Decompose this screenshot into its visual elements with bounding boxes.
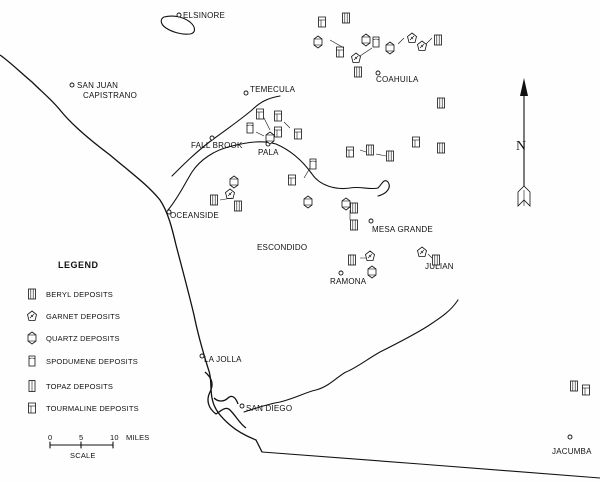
label-escondido: ESCONDIDO: [257, 243, 307, 252]
la-jolla-bay: [204, 371, 247, 429]
beryl-icon: [28, 288, 36, 300]
garnet-icon: [27, 310, 37, 321]
town-dot-ramona: [338, 270, 344, 276]
label-julian: JULIAN: [425, 262, 454, 271]
label-jacumba: JACUMBA: [552, 447, 592, 456]
town-dot-oceanside: [166, 209, 172, 215]
spodumene-icon: [28, 355, 36, 367]
label-coahuila: COAHUILA: [376, 75, 419, 84]
legend: LEGEND BERYL DEPOSITS GARNET DEPOSITS QU…: [27, 260, 139, 414]
legend-item-garnet: GARNET DEPOSITS: [46, 312, 120, 321]
scale-tick-10: 10: [110, 433, 119, 442]
legend-item-spodumene: SPODUMENE DEPOSITS: [46, 357, 138, 366]
lake-elsinore: [160, 15, 196, 35]
tourmaline-icon: [28, 402, 36, 414]
legend-item-quartz: QUARTZ DEPOSITS: [46, 334, 120, 343]
coastline: [0, 54, 263, 453]
label-mesa-grande: MESA GRANDE: [372, 225, 433, 234]
san-diego-river: [243, 299, 459, 413]
label-oceanside: OCEANSIDE: [170, 211, 219, 220]
label-san-diego: SAN DIEGO: [246, 404, 292, 413]
town-dot-san-diego: [239, 403, 245, 409]
scale-tick-0: 0: [48, 433, 52, 442]
scale-tick-5: 5: [79, 433, 83, 442]
north-arrow-label: N: [516, 139, 526, 154]
label-pala: PALA: [258, 148, 279, 157]
town-dot-elsinore: [176, 12, 182, 18]
county-boundary: [261, 451, 600, 479]
town-dot-san-juan: [69, 82, 75, 88]
town-dot-temecula: [243, 90, 249, 96]
legend-item-beryl: BERYL DEPOSITS: [46, 290, 113, 299]
mission-bay: [213, 395, 239, 405]
deposit-symbols: [210, 12, 590, 396]
label-fall-brook: FALL BROOK: [191, 141, 243, 150]
scale-unit: MILES: [126, 433, 150, 442]
label-san-juan-2: CAPISTRANO: [83, 91, 137, 100]
santa-margarita-river: [171, 95, 281, 177]
legend-item-tourmaline: TOURMALINE DEPOSITS: [46, 404, 139, 413]
label-san-juan-1: SAN JUAN: [77, 81, 118, 90]
label-temecula: TEMECULA: [250, 85, 296, 94]
topaz-icon: [28, 380, 36, 392]
scale-caption: SCALE: [70, 451, 96, 460]
quartz-icon: [27, 331, 37, 345]
label-la-jolla: LA JOLLA: [204, 355, 242, 364]
legend-item-topaz: TOPAZ DEPOSITS: [46, 382, 113, 391]
label-elsinore: ELSINORE: [183, 11, 225, 20]
town-dot-jacumba: [567, 434, 573, 440]
legend-title: LEGEND: [58, 260, 99, 270]
north-arrow: [517, 78, 531, 207]
label-ramona: RAMONA: [330, 277, 367, 286]
town-dot-fall-brook: [209, 135, 215, 141]
town-dot-la-jolla: [199, 353, 205, 359]
town-dot-mesa-grande: [368, 218, 374, 224]
scale-bar: 0 5 10 MILES SCALE: [48, 433, 150, 460]
san-luis-rey-river: [167, 141, 390, 211]
town-dot-coahuila: [375, 70, 381, 76]
deposit-leader-lines: [219, 37, 433, 259]
